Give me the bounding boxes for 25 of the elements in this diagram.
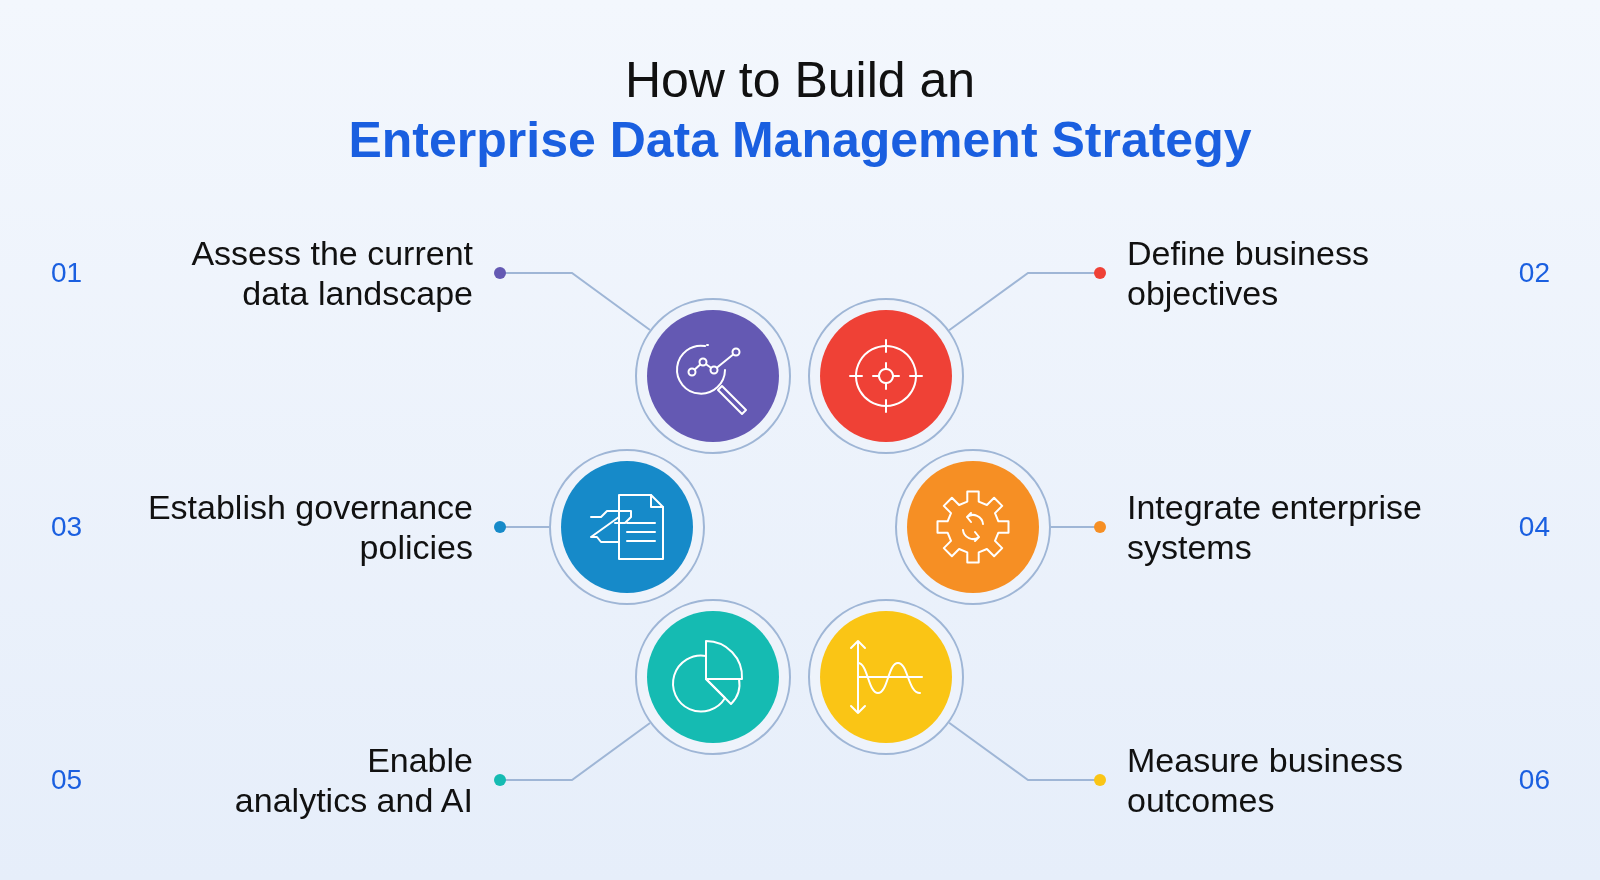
step-number: 06 — [1518, 764, 1550, 796]
step-number: 03 — [51, 511, 83, 543]
step-number: 04 — [1518, 511, 1550, 543]
step-circle — [549, 449, 705, 605]
step-title: Define business objectives — [1106, 223, 1427, 323]
leader-line — [494, 267, 651, 331]
step-number: 02 — [1518, 257, 1550, 289]
step-number: 01 — [51, 257, 83, 289]
leader-line — [494, 521, 550, 533]
step-circle — [895, 449, 1051, 605]
step-title: Integrate enterprise systems — [1106, 477, 1487, 577]
title: How to Build an Enterprise Data Management Strategy — [347, 51, 1253, 170]
step-circle — [635, 298, 791, 454]
step-title: Establish governance policies — [103, 477, 494, 577]
step-number: 05 — [51, 764, 83, 796]
step-title: Measure business outcomes — [1106, 730, 1427, 830]
leader-line — [948, 721, 1106, 786]
leader-line — [494, 722, 651, 786]
step-title: Enable analytics and AI — [228, 730, 494, 830]
step-circle — [808, 599, 964, 755]
step-circle — [808, 298, 964, 454]
leader-line — [948, 267, 1106, 332]
step-title: Assess the current data landscape — [153, 223, 494, 323]
leader-line — [1050, 521, 1106, 533]
step-circle — [635, 599, 791, 755]
